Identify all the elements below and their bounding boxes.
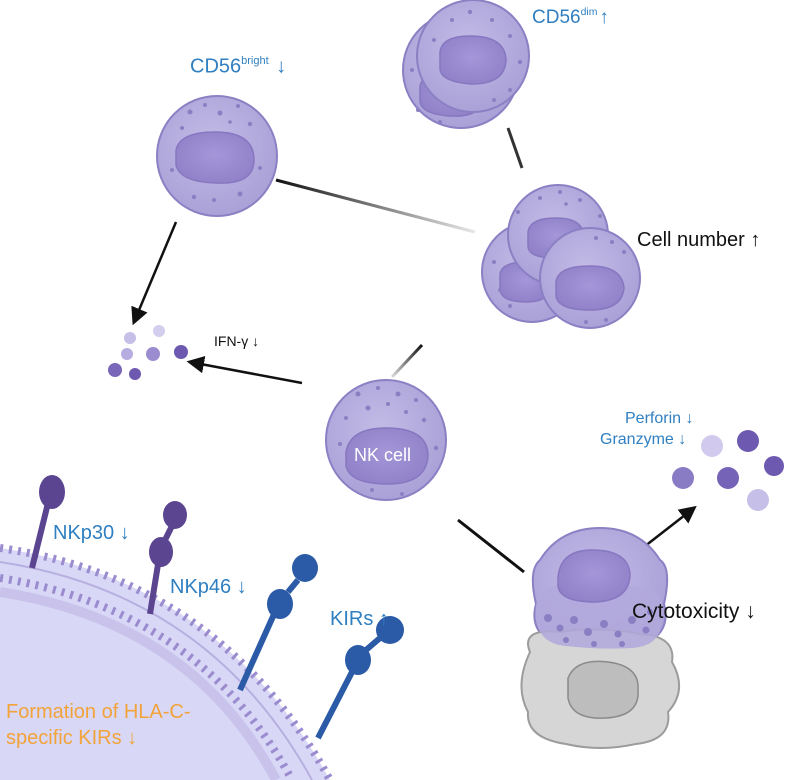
- cytotoxic-nk-body-icon: [535, 549, 664, 649]
- cd56-dim-cells-icon: [402, 0, 530, 129]
- nk-cell-icon: [325, 379, 447, 501]
- kirs-label: KIRs ↑: [330, 608, 389, 630]
- line-bright-to-cluster: [275, 178, 476, 234]
- nkp30-label: NKp30 ↓: [53, 522, 130, 544]
- nkp46-label: NKp46 ↓: [170, 576, 247, 598]
- receptor-nkp30: [29, 475, 65, 569]
- receptor-nkp46: [147, 501, 187, 615]
- cell-number-label: Cell number ↑: [637, 229, 761, 251]
- cd56-dim-base: CD56: [532, 7, 581, 28]
- ifn-gamma-label: IFN-γ ↓: [214, 333, 260, 349]
- arrow-cyto-to-granules: [639, 505, 697, 551]
- cd56-bright-label: CD56bright ↓: [190, 55, 287, 78]
- cd56-bright-arrow: ↓: [276, 55, 287, 78]
- nkp46-lower-icon: [149, 537, 173, 567]
- kir1-upper-icon: [292, 554, 318, 582]
- line-cluster-to-nk: [390, 343, 424, 379]
- cd56-dim-sup: dim: [580, 7, 598, 19]
- cytotoxicity-label: Cytotoxicity ↓: [632, 600, 756, 623]
- cd56-dim-label: CD56dim↑: [532, 7, 609, 28]
- hla-line2-label: specific KIRs ↓: [6, 727, 138, 749]
- receptor-kir-1: [237, 554, 318, 692]
- nk-cell-label: NK cell: [354, 445, 412, 465]
- line-nk-to-cyto: [457, 518, 525, 574]
- nkp46-upper-icon: [163, 501, 187, 529]
- connector-lines: [131, 127, 697, 574]
- perforin-label: Perforin ↓: [625, 410, 694, 427]
- cd56-bright-sup: bright: [241, 55, 269, 67]
- kir2-upper-icon: [376, 616, 404, 644]
- arrow-nk-to-ifn: [186, 355, 303, 385]
- ifn-gamma-granules-icon: [108, 325, 188, 380]
- kir1-lower-icon: [267, 589, 293, 619]
- perforin-granzyme-granules-icon: [672, 430, 784, 511]
- cd56-bright-base: CD56: [190, 55, 242, 78]
- line-dim-to-cluster: [506, 127, 524, 169]
- cd56-bright-cell-icon: [156, 95, 278, 217]
- receptor-kir-2: [315, 616, 404, 740]
- cell-membrane: [0, 544, 334, 780]
- cell-cluster-icon: [481, 184, 641, 329]
- nkp30-head-icon: [39, 475, 65, 509]
- cd56-dim-arrow: ↑: [599, 7, 609, 28]
- target-cell-icon: [520, 628, 680, 749]
- kir2-lower-icon: [345, 645, 371, 675]
- arrow-bright-to-ifn: [131, 221, 178, 326]
- granzyme-label: Granzyme ↓: [600, 431, 687, 448]
- hla-line1-label: Formation of HLA-C-: [6, 701, 191, 723]
